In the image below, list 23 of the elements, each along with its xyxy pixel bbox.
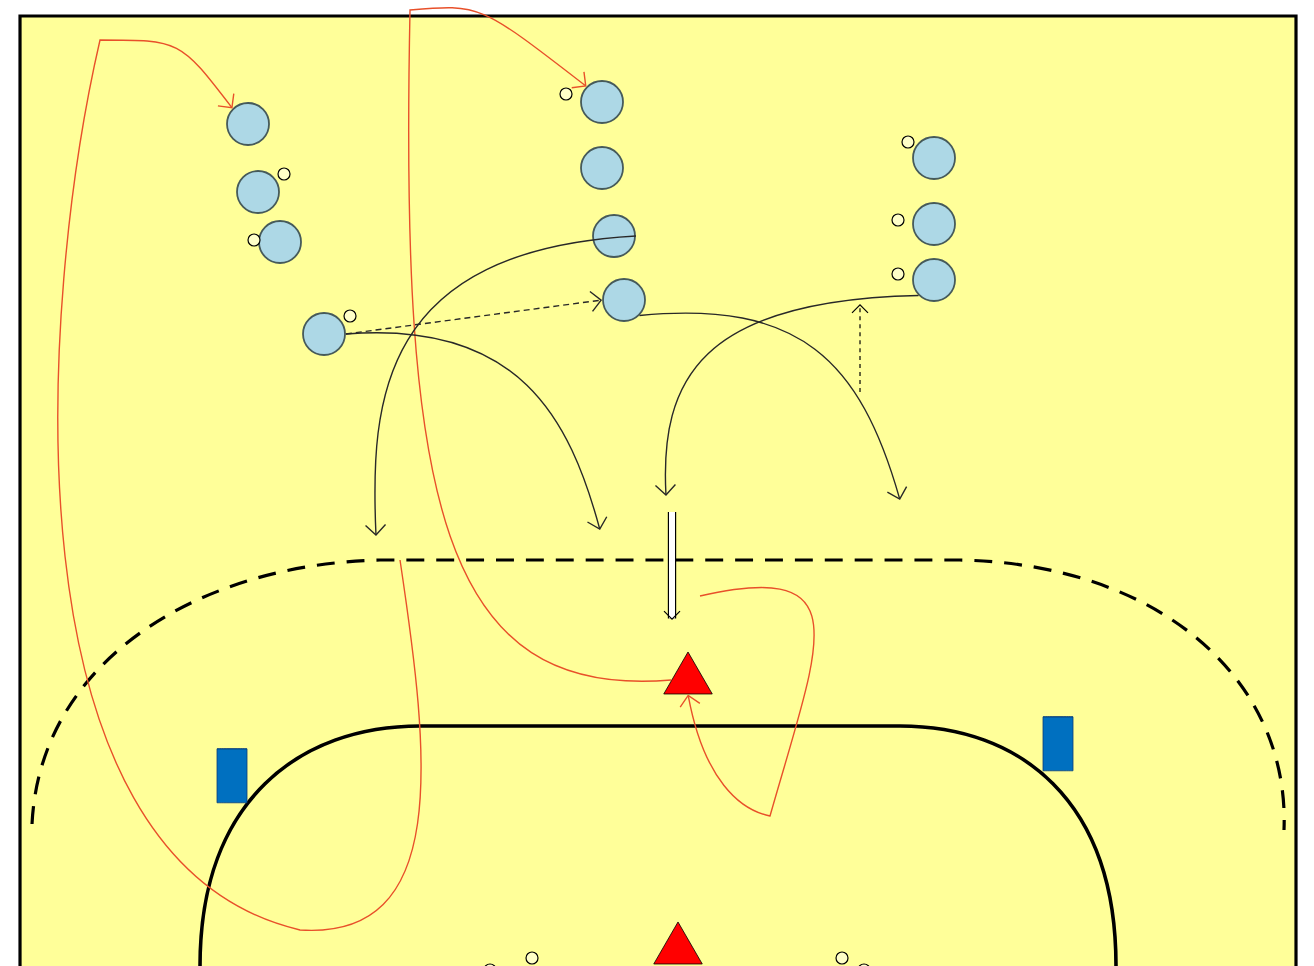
player-circle: [258, 220, 302, 264]
barrel-cylinder: [1042, 716, 1074, 772]
player-circle: [602, 278, 646, 322]
arrow: [679, 586, 815, 817]
player-circle: [912, 136, 956, 180]
player-circle: [592, 214, 636, 258]
player-circle: [236, 170, 280, 214]
player-circle: [580, 146, 624, 190]
arrow: [345, 290, 603, 335]
cone-triangle: [663, 651, 713, 695]
player-circle: [912, 202, 956, 246]
player-circle: [226, 102, 270, 146]
cone-triangle: [653, 921, 703, 965]
player-circle: [302, 312, 346, 356]
arrow: [654, 294, 920, 496]
player-circle: [580, 80, 624, 124]
arrow: [57, 39, 422, 931]
arrow: [638, 312, 908, 500]
arrow: [407, 7, 673, 682]
player-circle: [912, 258, 956, 302]
arrow: [364, 235, 637, 536]
barrel-cylinder: [216, 748, 248, 804]
arrow: [345, 332, 608, 530]
